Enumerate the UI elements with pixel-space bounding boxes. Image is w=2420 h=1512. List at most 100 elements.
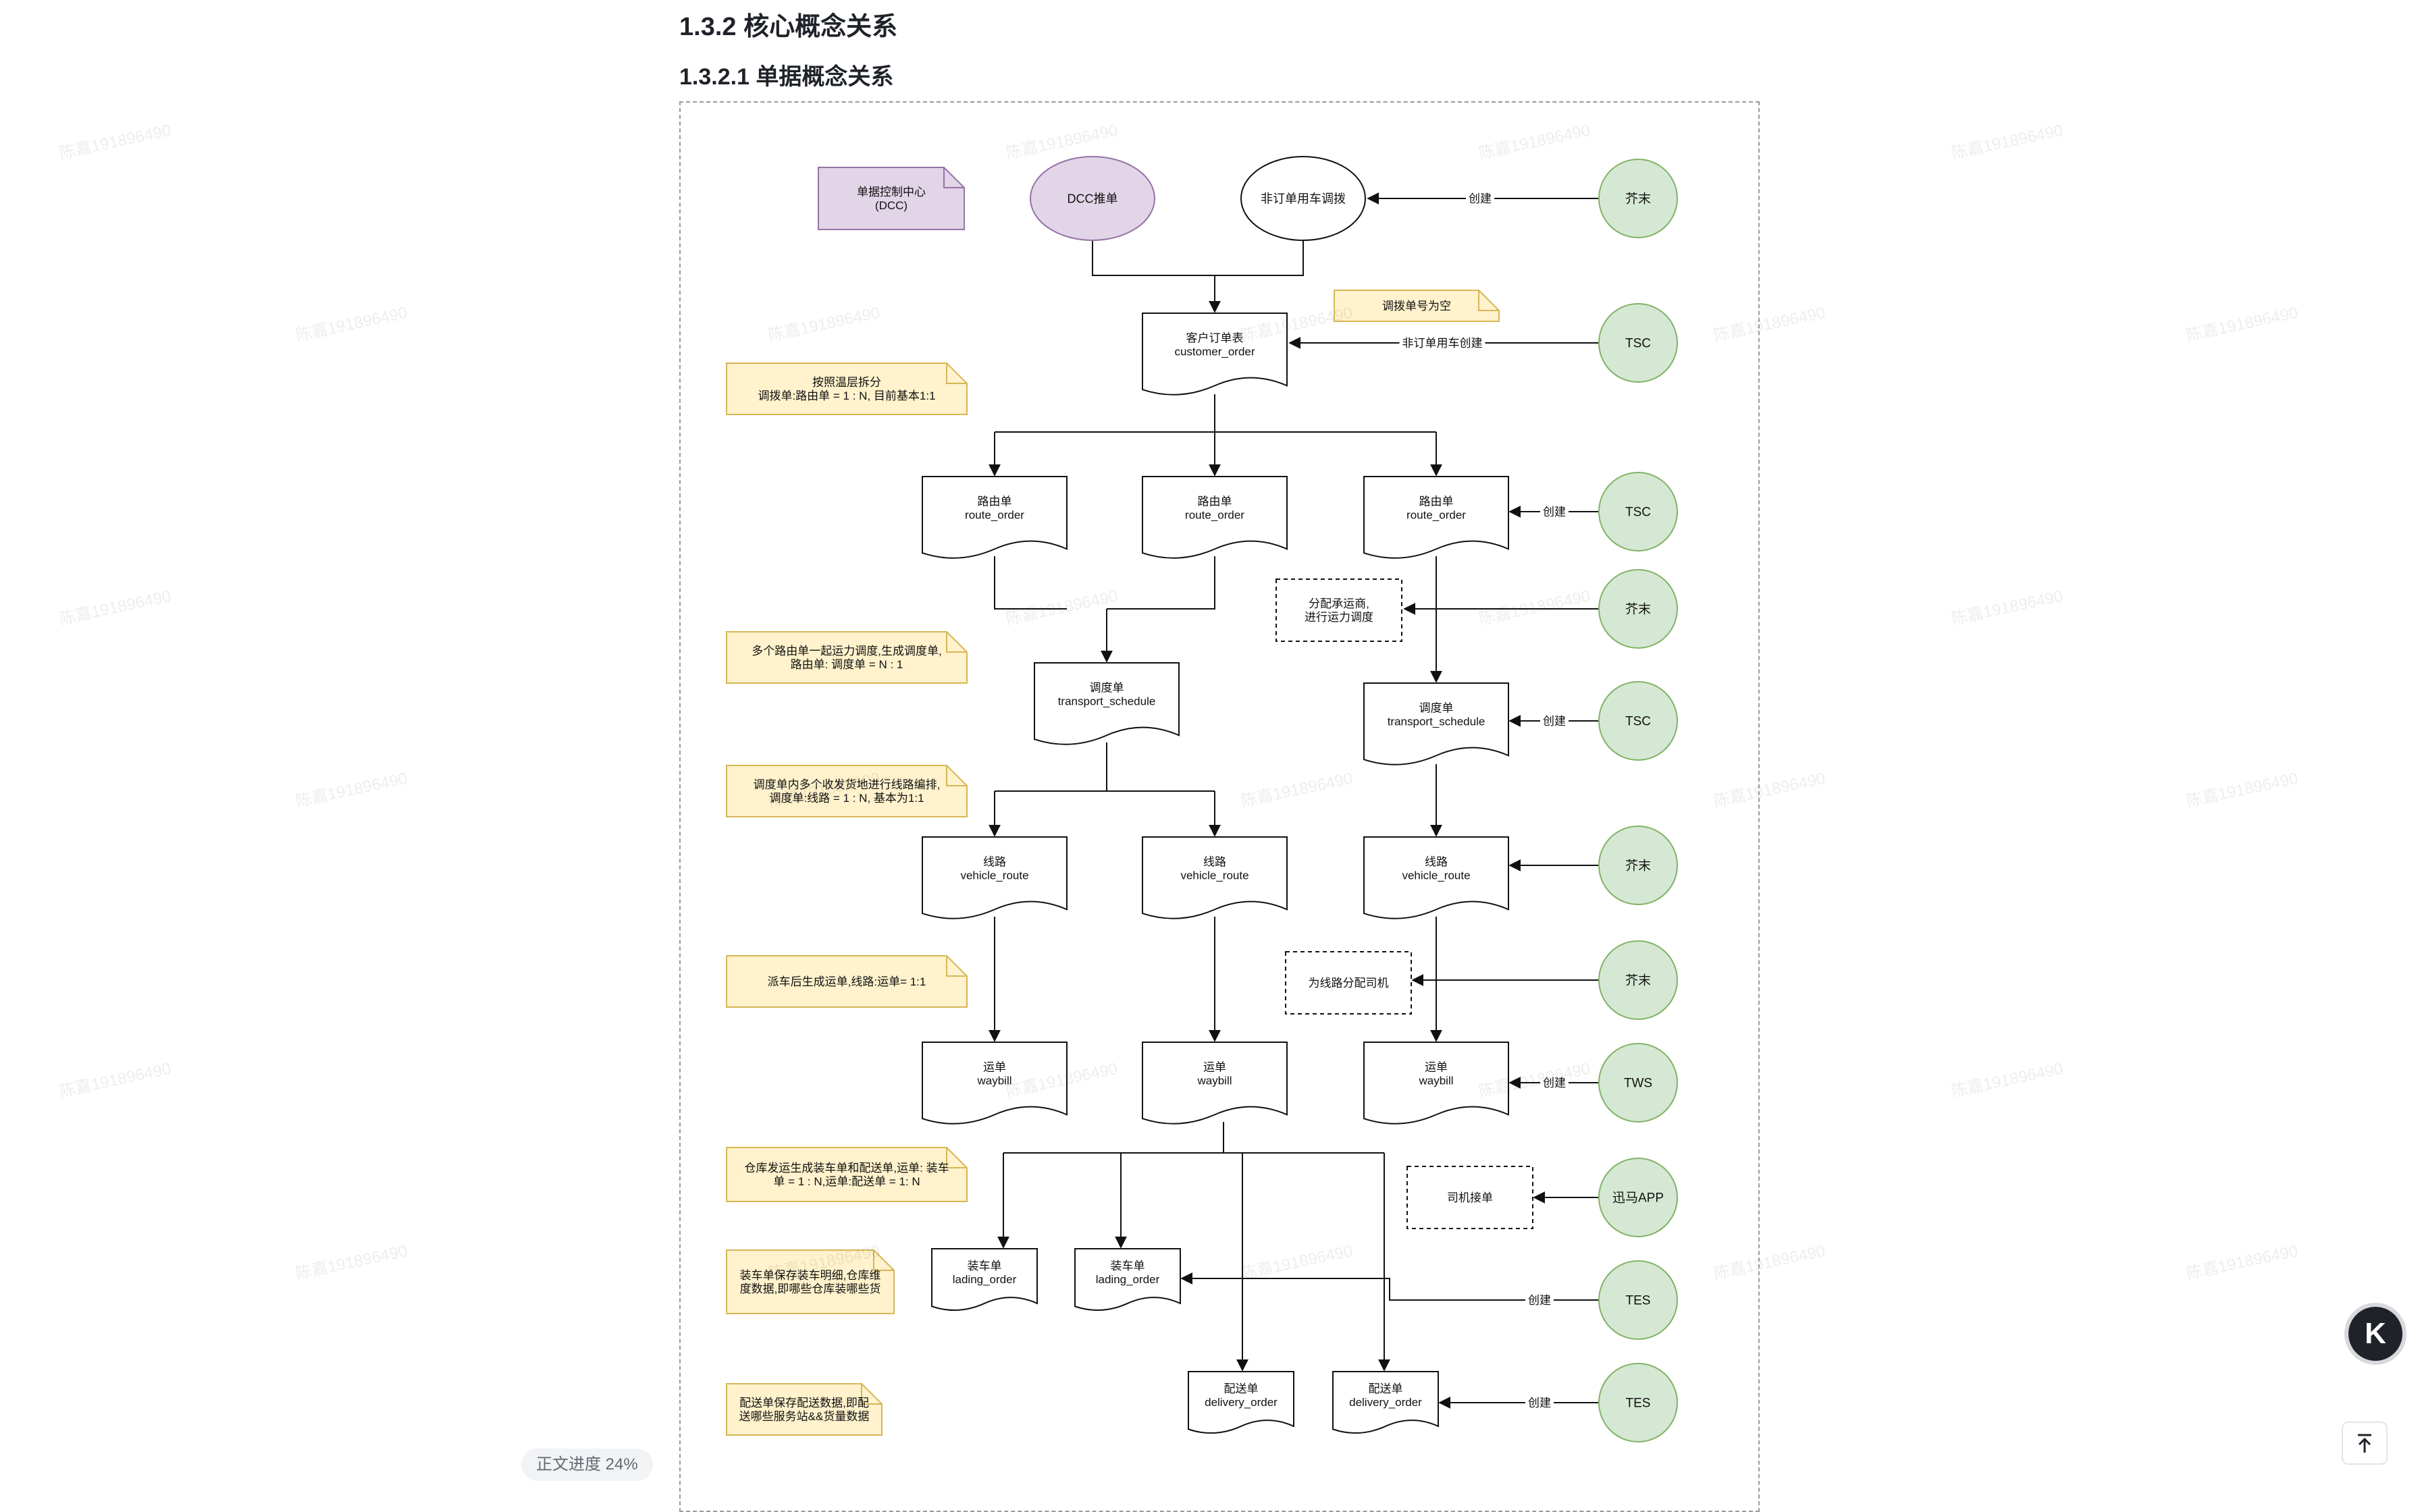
delivery-2-text: delivery_order	[1349, 1396, 1422, 1409]
reading-progress-badge: 正文进度 24%	[521, 1449, 653, 1481]
dcc-note-text: 单据控制中心	[857, 186, 926, 198]
route-note: 调度单内多个收发货地进行线路编排,调度单:线路 = 1 : N, 基本为1:1	[726, 765, 968, 817]
delivery-text: 配送单保存配送数据,即配	[739, 1397, 869, 1409]
actor-9[interactable]: 迅马APP	[1598, 1158, 1678, 1237]
actor-5[interactable]: TSC	[1598, 681, 1678, 761]
actor-1[interactable]: 芥末	[1598, 159, 1678, 238]
watermark-text: 陈嘉191896490	[294, 1241, 409, 1284]
lading-1-text: 装车单	[968, 1260, 1002, 1272]
route-order-3-text: route_order	[1406, 508, 1466, 521]
assign-driver-text: 为线路分配司机	[1309, 977, 1389, 990]
actor-6-text: 芥末	[1625, 859, 1651, 873]
connector-line	[1107, 556, 1215, 610]
actor-10[interactable]: TES	[1598, 1260, 1678, 1340]
edge-label-bg	[1540, 711, 1569, 729]
route-order-1-text: route_order	[965, 508, 1024, 521]
route-order-3-text: 路由单	[1419, 495, 1454, 508]
connector-line	[1092, 240, 1304, 276]
dispatch-text: 派车后生成运单,线路:运单= 1:1	[768, 975, 926, 988]
schedule-1-text: transport_schedule	[1058, 695, 1156, 707]
actor-7-text: 芥末	[1625, 973, 1651, 988]
vehicle-route-3-text: vehicle_route	[1402, 869, 1470, 882]
actor-3-text: TSC	[1625, 506, 1651, 520]
assign-driver-node[interactable]: 为线路分配司机	[1285, 951, 1412, 1015]
transfer-empty-note: 调拨单号为空	[1334, 290, 1500, 322]
watermark-text: 陈嘉191896490	[1949, 1059, 2065, 1102]
split-text: 按照温层拆分	[812, 376, 881, 389]
actor-6[interactable]: 芥末	[1598, 826, 1678, 905]
non-order-node[interactable]: 非订单用车调拨	[1240, 156, 1366, 241]
delivery-1-text: 配送单	[1224, 1382, 1259, 1395]
watermark-text: 陈嘉191896490	[57, 587, 173, 629]
subsection-heading: 1.3.2.1 单据概念关系	[679, 64, 894, 90]
waybill-2-text: 运单	[1203, 1060, 1226, 1073]
back-to-top-button[interactable]	[2342, 1422, 2388, 1465]
delivery-1-text: delivery_order	[1205, 1396, 1278, 1409]
route-order-1-text: 路由单	[978, 495, 1012, 508]
actor-7[interactable]: 芥末	[1598, 940, 1678, 1020]
watermark-text: 陈嘉191896490	[2184, 1241, 2300, 1284]
actor-2[interactable]: TSC	[1598, 303, 1678, 383]
driver-accept-node[interactable]: 司机接单	[1406, 1166, 1533, 1229]
edge-label: 创建	[1543, 715, 1566, 728]
assign-carrier-text: 进行运力调度	[1305, 611, 1373, 624]
watermark-text: 陈嘉191896490	[1949, 121, 2065, 163]
edge-label-bg	[1525, 1393, 1554, 1411]
warehouse-text: 单 = 1 : N,运单:配送单 = 1: N	[773, 1175, 920, 1188]
customer-order-text: 客户订单表	[1186, 331, 1244, 344]
connector-line	[994, 556, 1067, 610]
waybill-1-text: 运单	[983, 1060, 1006, 1073]
edge-label: 创建	[1528, 1294, 1551, 1307]
merge-text: 多个路由单一起运力调度,生成调度单,	[752, 645, 941, 657]
edge-label-bg	[1399, 333, 1485, 351]
actor-8[interactable]: TWS	[1598, 1043, 1678, 1123]
actor-3[interactable]: TSC	[1598, 472, 1678, 551]
edge-label: 创建	[1469, 192, 1492, 205]
watermark-text: 陈嘉191896490	[1949, 587, 2065, 629]
transfer-empty-text: 调拨单号为空	[1382, 300, 1451, 313]
actor-9-text: 迅马APP	[1612, 1191, 1664, 1206]
driver-accept-text: 司机接单	[1447, 1191, 1493, 1204]
actor-4[interactable]: 芥末	[1598, 569, 1678, 649]
lading-1-text: lading_order	[953, 1273, 1017, 1286]
arrow-up-to-top-icon	[2358, 1434, 2371, 1453]
watermark-text: 陈嘉191896490	[57, 121, 173, 163]
actor-8-text: TWS	[1624, 1077, 1652, 1091]
k-assistant-button[interactable]: K	[2348, 1307, 2402, 1361]
edge-label: 创建	[1543, 1077, 1566, 1089]
edge-label-bg	[1466, 189, 1494, 207]
edge-label-bg	[1540, 502, 1569, 520]
edge-label-bg	[1525, 1291, 1554, 1308]
schedule-2-text: 调度单	[1419, 701, 1454, 714]
assign-carrier-node[interactable]: 分配承运商,进行运力调度	[1275, 578, 1402, 642]
actor-11[interactable]: TES	[1598, 1363, 1678, 1442]
watermark-text: 陈嘉191896490	[2184, 769, 2300, 811]
edge-label: 创建	[1543, 506, 1566, 518]
schedule-1-text: 调度单	[1090, 681, 1124, 694]
warehouse-note: 仓库发运生成装车单和配送单,运单: 装车单 = 1 : N,运单:配送单 = 1…	[726, 1147, 968, 1202]
dcc-push-node[interactable]: DCC推单	[1030, 156, 1155, 241]
route-order-2-text: route_order	[1185, 508, 1244, 521]
non-order-text: 非订单用车调拨	[1261, 192, 1346, 205]
warehouse-text: 仓库发运生成装车单和配送单,运单: 装车	[744, 1162, 949, 1174]
lading-2-text: lading_order	[1096, 1273, 1160, 1286]
